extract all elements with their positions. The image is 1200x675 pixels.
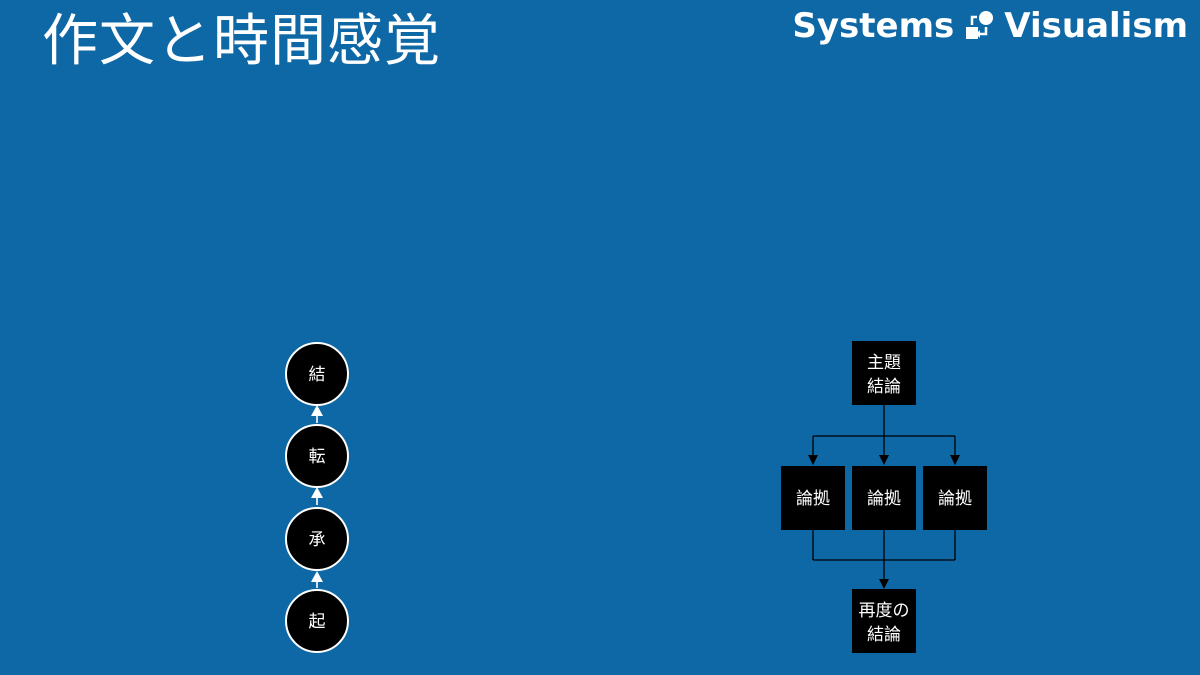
chain-arrow [311,405,323,423]
box-label-line: 結論 [867,625,901,645]
box-label: 論拠 [796,489,830,509]
middle-box-argument: 論拠 [852,466,916,530]
chain-node-ki: 起 [285,589,349,653]
middle-box-argument: 論拠 [923,466,987,530]
brand-logo: Systems Visualism [792,6,1188,46]
brand-right-text: Visualism [1004,6,1188,46]
box-label: 論拠 [938,489,972,509]
box-label-line: 再度の [859,601,910,621]
chain-arrow [311,487,323,505]
right-argument-diagram: 主題 結論 論拠 論拠 論拠 再度の 結論 [781,341,987,653]
top-box-theme-conclusion: 主題 結論 [852,341,916,405]
chain-node-ten: 転 [285,424,349,488]
bottom-box-restated-conclusion: 再度の 結論 [852,589,916,653]
chain-node-label: 承 [309,530,326,550]
chain-node-label: 起 [309,612,326,632]
chain-node-ketsu: 結 [285,342,349,406]
brand-left-text: Systems [792,6,955,46]
box-label-line: 結論 [867,377,901,397]
chain-node-label: 転 [309,447,326,467]
box-label-line: 主題 [867,353,901,373]
connector-lines [812,405,956,580]
chain-node-label: 結 [309,365,326,385]
middle-box-argument: 論拠 [781,466,845,530]
left-chain-diagram: 結 転 承 起 [285,342,349,653]
box-label: 論拠 [867,489,901,509]
chain-node-sho: 承 [285,507,349,571]
connector-arrowheads [808,455,960,589]
flow-square-circle-icon [966,11,994,39]
chain-arrow [311,571,323,588]
page-title: 作文と時間感覚 [42,9,441,74]
